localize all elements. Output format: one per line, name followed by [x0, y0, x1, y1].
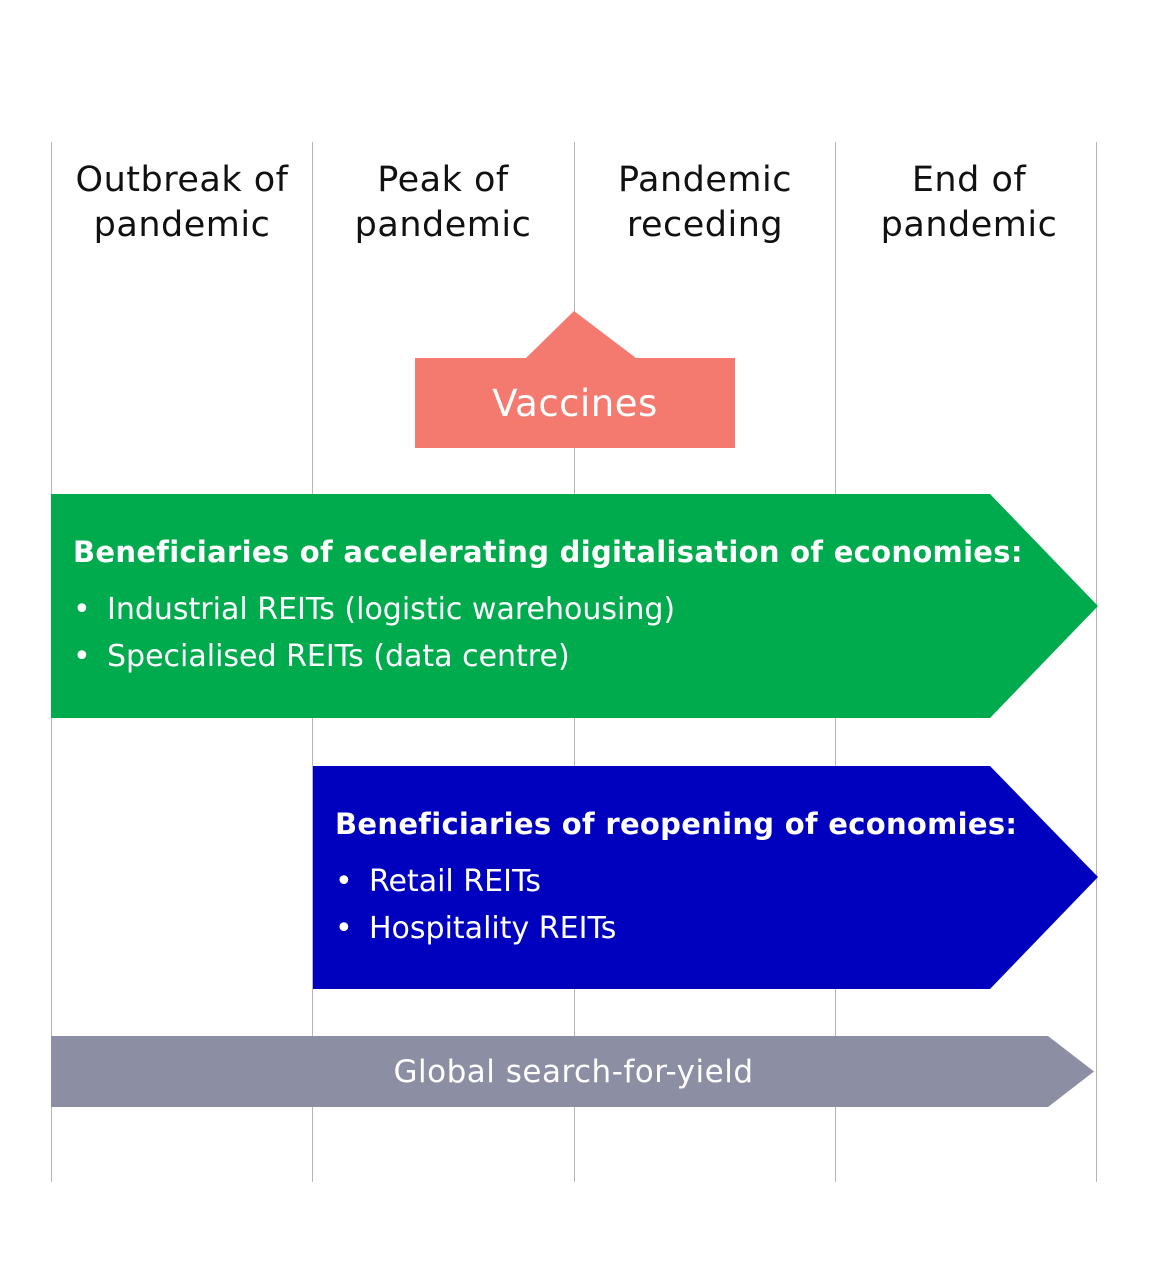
bullet-icon: •	[335, 911, 353, 946]
reopening-arrow-shape	[313, 766, 1098, 989]
digitalisation-title: Beneficiaries of accelerating digitalisa…	[73, 535, 1023, 569]
digitalisation-list: • Industrial REITs (logistic warehousing)…	[73, 586, 675, 680]
vaccines-shape	[415, 311, 735, 448]
yield-label: Global search-for-yield	[393, 1054, 754, 1090]
list-item-label: Industrial REITs (logistic warehousing)	[107, 592, 676, 627]
column-divider	[1096, 142, 1097, 1182]
vaccines-polygon	[415, 311, 735, 448]
bullet-icon: •	[73, 639, 91, 674]
reopening-title: Beneficiaries of reopening of economies:	[335, 807, 1018, 841]
list-item: • Industrial REITs (logistic warehousing)	[73, 586, 675, 633]
column-header-line: pandemic	[880, 205, 1058, 245]
column-header-outbreak: Outbreak of pandemic	[51, 158, 313, 248]
digitalisation-arrow-shape	[51, 494, 1098, 718]
digitalisation-arrow: Beneficiaries of accelerating digitalisa…	[51, 494, 1098, 718]
list-item: • Specialised REITs (data centre)	[73, 633, 675, 680]
reopening-arrow: Beneficiaries of reopening of economies:…	[313, 766, 1098, 989]
column-header-line: pandemic	[93, 205, 271, 245]
yield-arrow: Global search-for-yield	[51, 1036, 1096, 1107]
list-item-label: Hospitality REITs	[369, 911, 617, 946]
yield-arrow-shape	[51, 1036, 1094, 1107]
yield-polygon	[51, 1036, 1094, 1107]
bullet-icon: •	[73, 592, 91, 627]
reopening-polygon	[313, 766, 1098, 989]
column-header-line: Pandemic	[618, 160, 792, 200]
list-item: • Retail REITs	[335, 858, 616, 905]
reopening-list: • Retail REITs • Hospitality REITs	[335, 858, 616, 952]
list-item: • Hospitality REITs	[335, 905, 616, 952]
column-header-line: receding	[626, 205, 784, 245]
column-header-line: Peak of	[377, 160, 509, 200]
column-header-end: End of pandemic	[838, 158, 1100, 248]
bullet-icon: •	[335, 864, 353, 899]
column-header-line: End of	[911, 160, 1027, 200]
list-item-label: Retail REITs	[369, 864, 541, 899]
vaccines-label: Vaccines	[492, 382, 658, 425]
column-header-line: pandemic	[354, 205, 532, 245]
column-header-receding: Pandemic receding	[574, 158, 836, 248]
vaccines-callout: Vaccines	[415, 311, 735, 448]
column-header-peak: Peak of pandemic	[312, 158, 574, 248]
list-item-label: Specialised REITs (data centre)	[107, 639, 570, 674]
digitalisation-polygon	[51, 494, 1098, 718]
column-header-line: Outbreak of	[75, 160, 289, 200]
